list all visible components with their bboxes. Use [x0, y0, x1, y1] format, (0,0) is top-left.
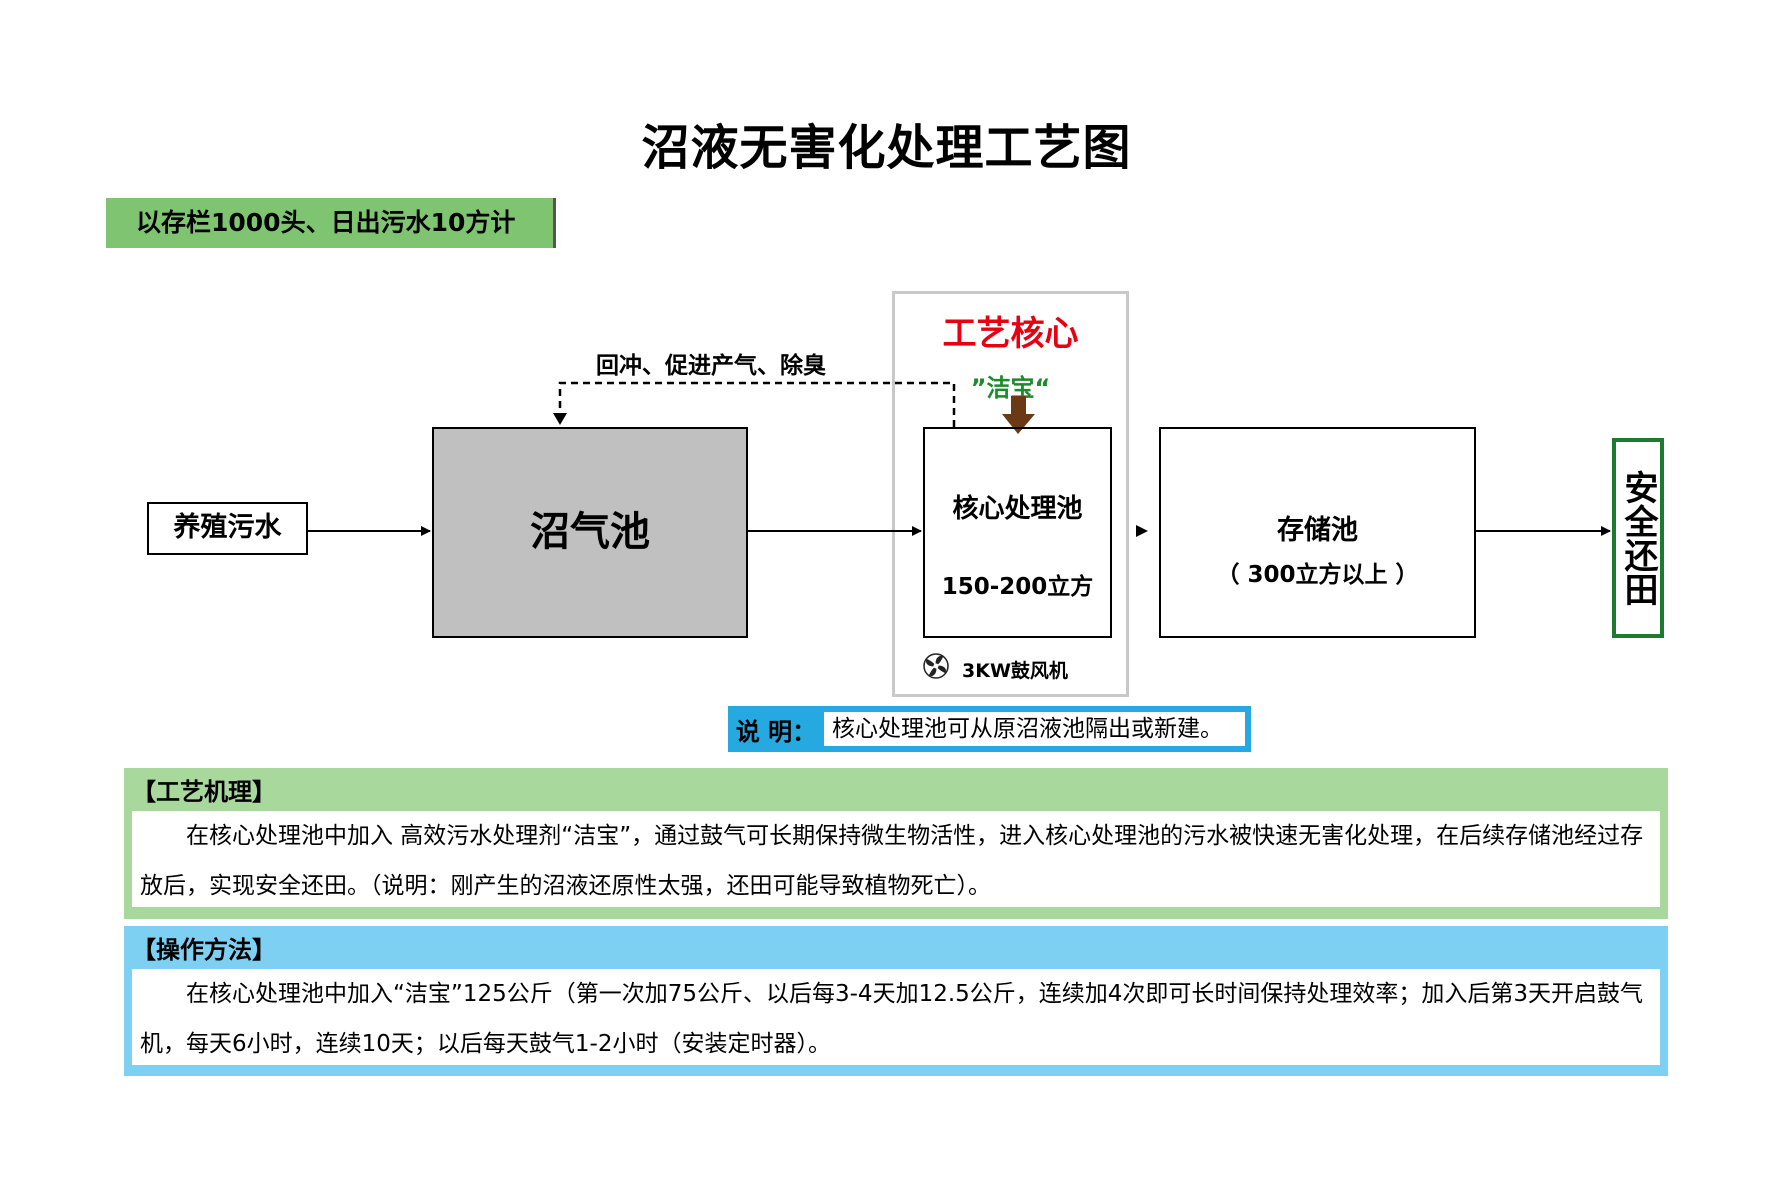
note-text: 核心处理池可从原沼液池隔出或新建。: [824, 712, 1245, 746]
wastewater-source-box: 养殖污水: [147, 502, 308, 555]
note-bar: 说 明： 核心处理池可从原沼液池隔出或新建。: [728, 706, 1251, 752]
core-pool-label: 核心处理池: [952, 494, 1083, 524]
blower-fan-icon: [923, 653, 949, 679]
storage-pool-capacity: （ 300立方以上 ）: [1216, 562, 1419, 588]
core-pool-volume: 150-200立方: [941, 574, 1094, 600]
additive-arrow-shaft: [1011, 396, 1026, 414]
process-core-frame: [892, 291, 1129, 697]
backflow-dashed-line: [558, 381, 956, 427]
storage-pool-box: [1159, 427, 1476, 638]
scale-banner: 以存栏1000头、日出污水10方计: [106, 198, 556, 248]
core-pool-box: [923, 427, 1112, 638]
mechanism-body: 在核心处理池中加入 高效污水处理剂“洁宝”，通过鼓气可长期保持微生物活性，进入核…: [132, 811, 1660, 907]
storage-pool-label: 存储池: [1277, 515, 1358, 546]
operation-heading: 【操作方法】: [132, 936, 276, 964]
backflow-arrowhead: [553, 413, 567, 425]
safe-field-return-box: 安全还田: [1612, 438, 1664, 638]
additive-arrow-head: [1002, 414, 1035, 434]
operation-panel: 【操作方法】 在核心处理池中加入“洁宝”125公斤（第一次加75公斤、以后每3-…: [124, 926, 1668, 1076]
mechanism-heading: 【工艺机理】: [132, 778, 276, 806]
backflow-label: 回冲、促进产气、除臭: [596, 353, 826, 379]
note-key: 说 明：: [735, 717, 817, 746]
additive-label: ”洁宝“: [970, 374, 1051, 402]
blower-label: 3KW鼓风机: [962, 660, 1068, 682]
mechanism-panel: 【工艺机理】 在核心处理池中加入 高效污水处理剂“洁宝”，通过鼓气可长期保持微生…: [124, 768, 1668, 919]
biogas-digester-box: 沼气池: [432, 427, 748, 638]
process-core-title: 工艺核心: [942, 314, 1079, 354]
page-title: 沼液无害化处理工艺图: [641, 120, 1132, 176]
operation-body: 在核心处理池中加入“洁宝”125公斤（第一次加75公斤、以后每3-4天加12.5…: [132, 969, 1660, 1065]
arrow-core-to-storage: [1136, 525, 1148, 537]
